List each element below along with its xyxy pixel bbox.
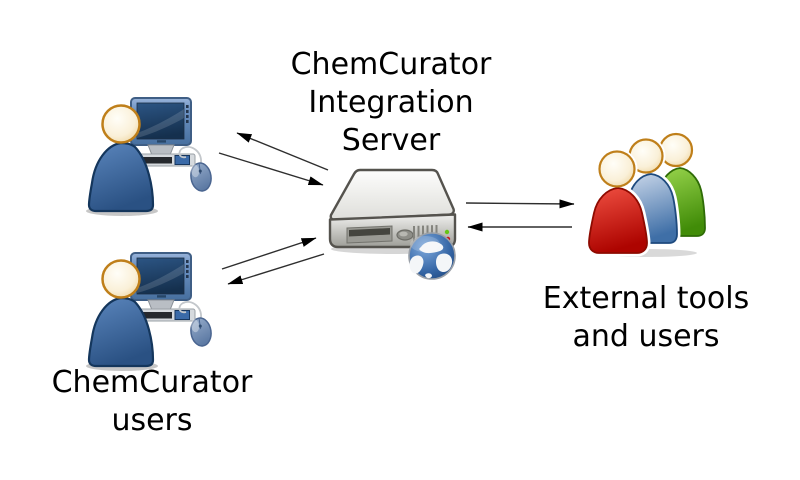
drive-slot [346, 225, 393, 244]
server-title: ChemCurator Integration Server [290, 47, 492, 158]
arrow-user1-to-server [218, 152, 324, 186]
power-button [396, 229, 414, 241]
arrow-server-to-external [465, 199, 575, 209]
integration-server-icon [328, 168, 457, 280]
red-person-icon [585, 148, 651, 257]
globe-icon [408, 232, 456, 280]
external-users-label: External tools and users [542, 281, 750, 354]
arrow-user2-to-server [221, 237, 317, 270]
external-users-group-icon [585, 131, 709, 257]
chemcurator-users-label: ChemCurator users [51, 365, 253, 438]
chemcurator-user-1-icon [82, 93, 222, 218]
green-led [444, 229, 450, 235]
chemcurator-user-2-icon [82, 248, 222, 373]
arrow-server-to-user2 [227, 253, 325, 285]
arrow-server-to-user1 [236, 132, 329, 171]
